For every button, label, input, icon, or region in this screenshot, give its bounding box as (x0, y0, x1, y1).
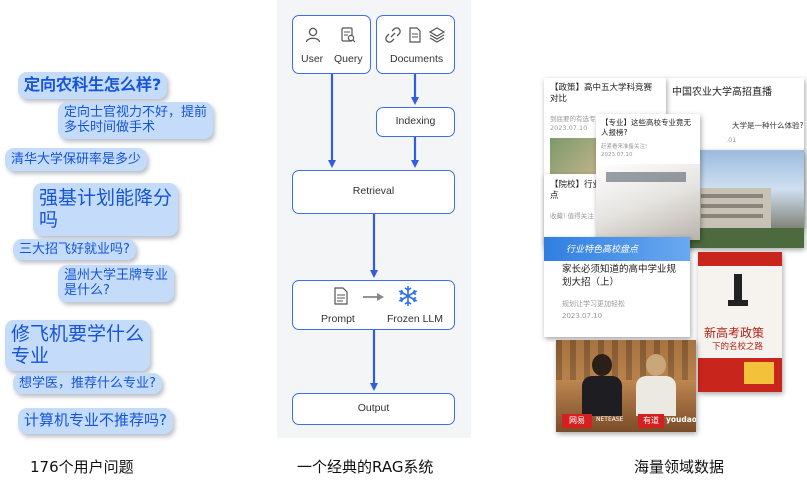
article-title: 【院校】行业 点 (550, 180, 602, 202)
question-bubble: 温州大学王牌专业 是什么? (58, 265, 175, 302)
netease-text: NETEASE (596, 416, 624, 423)
article-banner: 行业特色高校盘点 (566, 245, 639, 255)
video-thumbnail: 网易 NETEASE 有道 youdao (556, 340, 696, 432)
question-text: 计算机专业不推荐吗? (24, 411, 167, 429)
prompt-llm-box: Prompt Frozen LLM (292, 280, 455, 330)
indexing-label: Indexing (395, 115, 436, 127)
rag-arrows (328, 74, 419, 391)
article-card-planning: 行业特色高校盘点 家长必须知道的高中学业规 划大招（上） 规划让学习更加轻松 2… (544, 237, 690, 337)
question-text: 定向士官视力不好，提前 多长时间做手术 (64, 105, 208, 136)
article-subtitle: 大学是一种什么体验? (732, 121, 804, 130)
article-date: 2023.07.10 (562, 312, 603, 320)
caption-rag-system: 一个经典的RAG系统 (297, 458, 434, 476)
document-icon (409, 27, 421, 43)
link-icon (385, 27, 401, 43)
layers-icon (429, 27, 445, 43)
documents-box: Documents (376, 15, 455, 74)
domain-data-collage: 中国农业大学高招直播 大学是一种什么体验? .01 【政策】高中五大学科竞赛 对… (540, 70, 805, 440)
frozen-llm-label: Frozen LLM (387, 313, 444, 325)
question-bubble: 定向士官视力不好，提前 多长时间做手术 (58, 102, 214, 139)
question-bubble: 清华大学保研率是多少 (5, 148, 148, 172)
caption-user-questions: 176个用户问题 (30, 458, 134, 476)
prompt-label: Prompt (321, 313, 355, 325)
user-query-box: User Query (292, 15, 371, 74)
documents-label: Documents (390, 53, 444, 65)
retrieval-label: Retrieval (352, 185, 395, 197)
article-title: 【政策】高中五大学科竞赛 对比 (550, 83, 653, 105)
question-bubble: 计算机专业不推荐吗? (18, 408, 173, 434)
output-label: Output (357, 402, 390, 414)
book-cover: 新高考政策 下的名校之路 (698, 252, 782, 392)
question-bubble: 修飞机要学什么 专业 (5, 320, 151, 371)
article-date: 2023.07.10 (601, 152, 633, 158)
user-label: User (301, 53, 324, 65)
book-subtitle: 下的名校之路 (712, 342, 764, 352)
question-text: 清华大学保研率是多少 (11, 152, 142, 167)
user-icon (305, 27, 321, 43)
youdao-logo: 有道 (638, 414, 664, 428)
right-arrow-icon (363, 293, 384, 301)
snowflake-icon (398, 286, 418, 306)
article-card-major: 【专业】这些高校专业竟无 人报榜? 赶紧看来准备关注! 2023.07.10 (596, 114, 700, 240)
question-bubble: 定向农科生怎么样? (18, 72, 168, 99)
rag-diagram-panel: User Query Documents Indexing Retrieval (277, 0, 471, 438)
caption-domain-data: 海量领域数据 (634, 458, 725, 476)
question-bubble: 想学医，推荐什么专业? (13, 373, 162, 395)
output-box: Output (292, 393, 455, 425)
article-subtitle: 收藏! 值得关注 (550, 212, 594, 220)
article-subtitle: 到底要的有选专家 (550, 115, 602, 123)
article-subtitle: 规划让学习更加轻松 (562, 300, 625, 308)
question-text: 想学医，推荐什么专业? (19, 376, 156, 391)
article-date: .01 (726, 136, 737, 144)
query-label: Query (334, 53, 363, 65)
question-text: 修飞机要学什么 专业 (11, 323, 145, 368)
article-title: 【专业】这些高校专业竟无 人报榜? (601, 118, 691, 138)
article-title: 家长必须知道的高中学业规 划大招（上） (562, 264, 677, 288)
question-bubble: 三大招飞好就业吗? (13, 239, 136, 261)
article-date: 2023.07.10 (550, 124, 588, 132)
retrieval-box: Retrieval (292, 170, 455, 214)
youdao-text: youdao (666, 415, 696, 424)
prompt-document-icon (334, 287, 348, 305)
indexing-box: Indexing (376, 107, 455, 137)
netease-logo: 网易 (562, 414, 592, 428)
question-bubble: 强基计划能降分 吗 (33, 183, 179, 236)
book-title: 新高考政策 (704, 326, 765, 340)
question-text: 温州大学王牌专业 是什么? (64, 268, 169, 299)
article-title: 中国农业大学高招直播 (672, 87, 772, 98)
question-text: 三大招飞好就业吗? (19, 242, 130, 257)
question-text: 强基计划能降分 吗 (39, 187, 173, 232)
article-subtitle: 赶紧看来准备关注! (601, 144, 648, 150)
query-icon (341, 27, 356, 43)
question-text: 定向农科生怎么样? (24, 75, 162, 94)
